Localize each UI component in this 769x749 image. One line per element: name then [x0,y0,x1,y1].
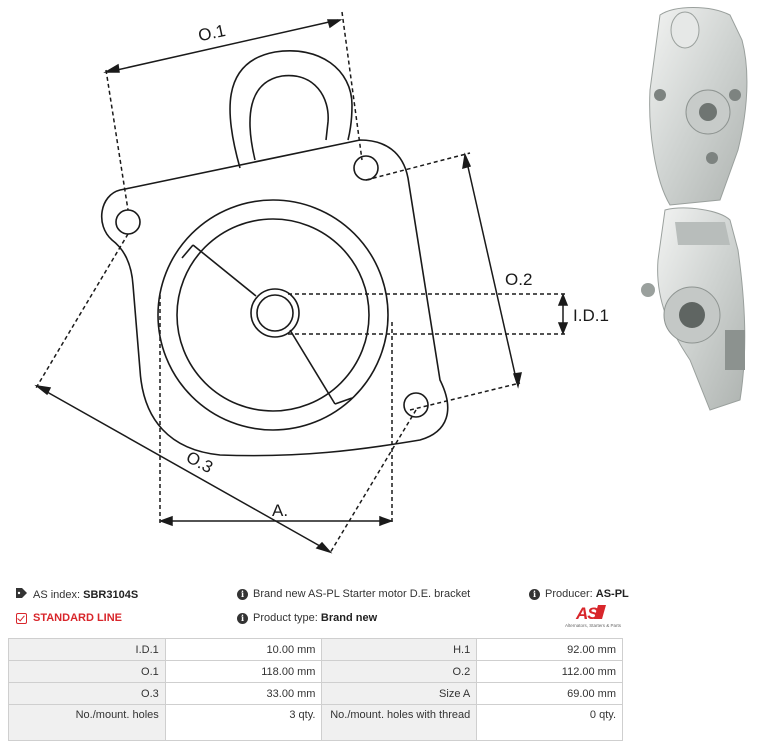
spec-label: H.1 [321,638,478,661]
mount-hole-left [115,209,141,235]
bore-inner [256,294,294,332]
label-o1: O.1 [197,21,228,45]
spec-label: No./mount. holes with thread [321,704,478,741]
spec-label: O.1 [8,660,166,683]
bracket-inner-ring [176,218,370,412]
spec-value: 92.00 mm [476,638,623,661]
spec-value: 118.00 mm [164,660,323,683]
spec-value: 10.00 mm [164,638,323,661]
product-photos [641,7,748,411]
check-square-icon [16,612,27,624]
spec-label: I.D.1 [8,638,166,661]
standard-line-badge: STANDARD LINE [16,612,122,624]
standard-line-text: STANDARD LINE [33,612,123,624]
spec-value: 69.00 mm [476,682,623,705]
spec-label: No./mount. holes [8,704,166,741]
label-o3: O.3 [183,447,216,477]
bracket-outer-ring [157,199,389,431]
mount-hole-top-right [353,155,379,181]
spec-value: 0 qty. [476,704,623,741]
as-index: AS index: SBR3104S [16,588,138,601]
bracket-top-loop [229,50,353,169]
product-type-value: Brand new [320,612,378,624]
info-circle-icon: i [237,612,248,624]
spec-value: 112.00 mm [476,660,623,683]
label-o2: O.2 [505,270,532,289]
label-a: A. [272,501,288,520]
info-circle-icon: i [529,588,540,600]
logo-mark: AS [576,604,599,623]
logo-tagline: Alternators, Starters & Parts [564,623,622,628]
product-description: i Brand new AS-PL Starter motor D.E. bra… [237,588,470,600]
bracket-photo-front [649,7,748,206]
spec-label: O.2 [321,660,478,683]
producer-label: Producer: [545,588,593,600]
bracket-photo-back [641,207,746,411]
spec-label: Size A [321,682,478,705]
mount-hole-bottom-right [403,392,429,418]
info-circle-icon: i [237,588,248,600]
as-index-label: AS index: [33,588,81,601]
spec-value: 33.00 mm [164,682,323,705]
as-pl-logo: AS Alternators, Starters & Parts [558,601,628,631]
bracket-top-loop-inner [249,74,329,161]
producer: i Producer: AS-PL [529,588,629,600]
label-id1: I.D.1 [573,306,609,325]
description-text: Brand new AS-PL Starter motor D.E. brack… [253,588,471,600]
product-type-label: Product type: [253,612,318,624]
spec-value: 3 qty. [164,704,323,741]
tag-icon [16,588,28,601]
product-type: i Product type: Brand new [237,612,377,624]
bracket-flange [100,139,449,457]
technical-drawing: O.1 O.2 O.3 A. I.D.1 [34,11,609,554]
spec-label: O.3 [8,682,166,705]
as-index-value: SBR3104S [83,588,139,601]
bore-outer [250,288,300,338]
producer-value: AS-PL [595,588,629,600]
